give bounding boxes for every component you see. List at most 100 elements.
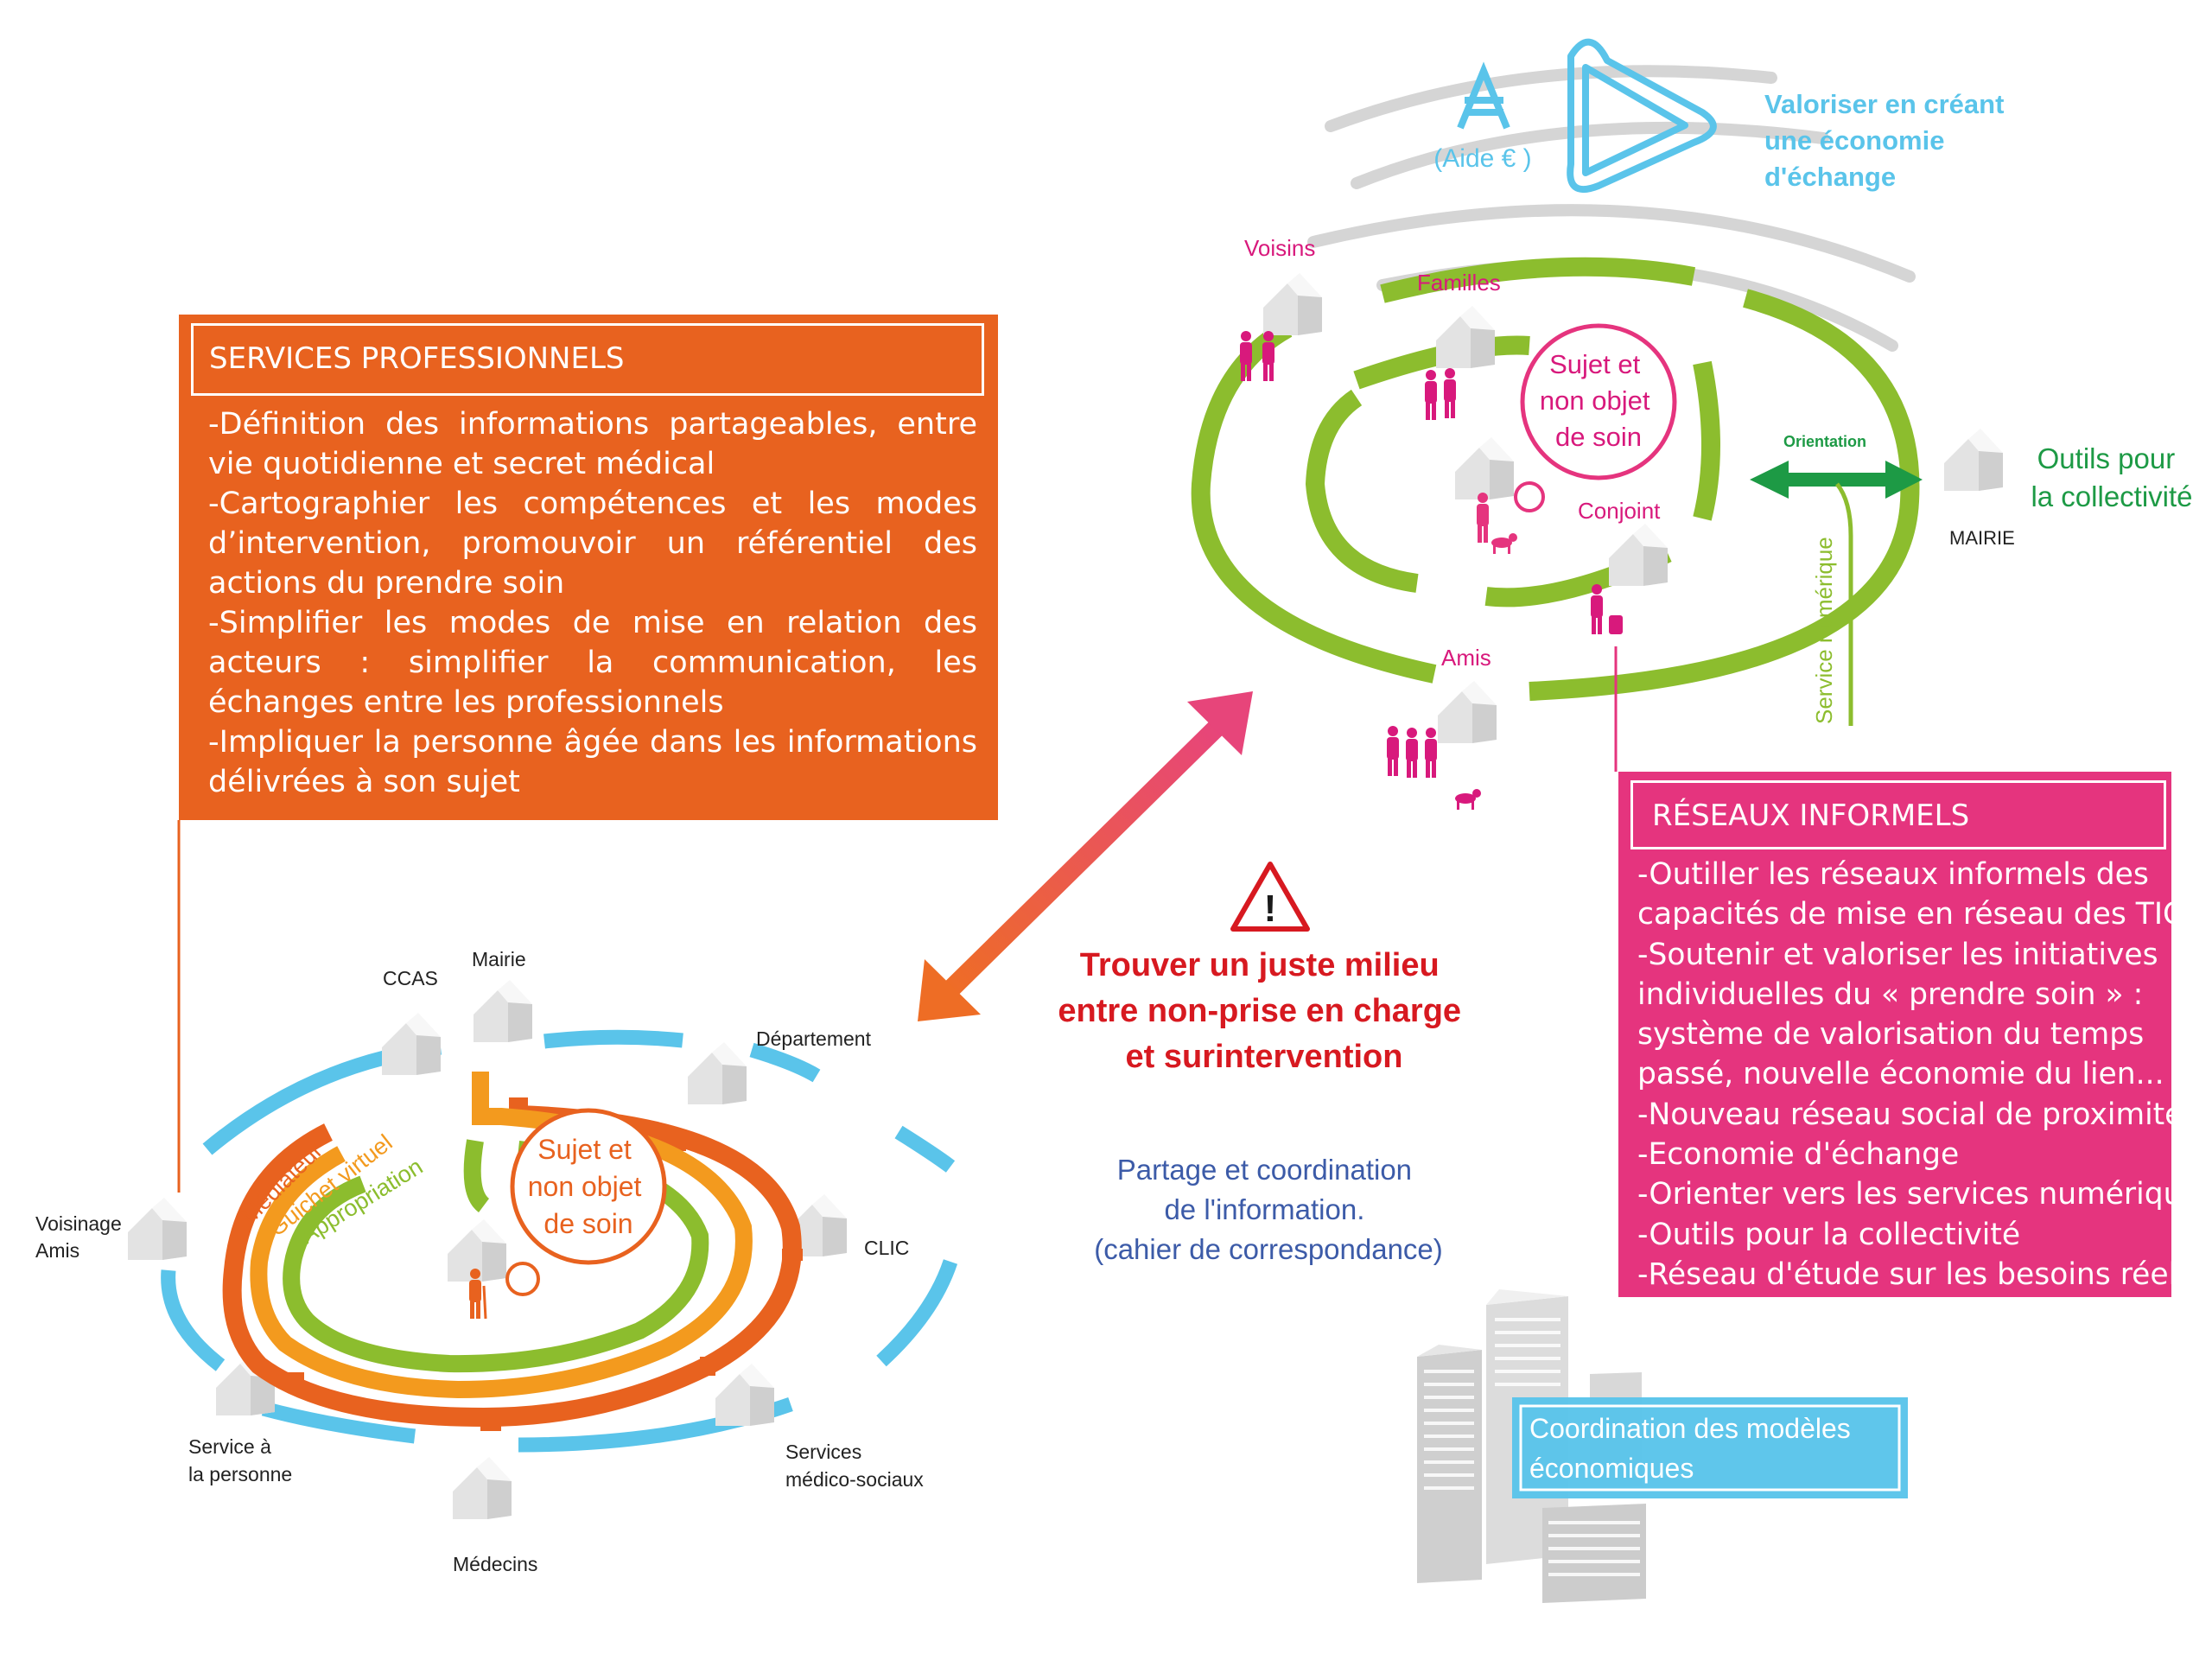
conjoint-house-icon: [1609, 524, 1668, 586]
medecins-label: Médecins: [453, 1553, 537, 1575]
informal-item: -Soutenir et valoriser les initiatives: [1637, 937, 2158, 972]
orientation-label: Orientation: [1783, 433, 1866, 450]
svg-text:Trouver un juste milieu en: Trouver un juste milieu entre non-prise …: [1058, 947, 1470, 1075]
partage-line-1: Partage et coordination: [1117, 1154, 1412, 1186]
service-numerique-label: Service numérique: [1811, 537, 1837, 724]
headline-line-2: entre non-prise en charge: [1058, 993, 1461, 1029]
informal-item: -Outiller les réseaux informels des: [1637, 857, 2149, 892]
subject-right-line-3: de soin: [1555, 422, 1642, 452]
mairie-label-left: Mairie: [472, 948, 526, 970]
subject-right-line-1: Sujet et: [1549, 349, 1641, 379]
medico-sociaux-line-1: Services: [785, 1441, 861, 1463]
subject-left-line-3: de soin: [543, 1208, 632, 1239]
departement-house-icon: [688, 1042, 747, 1104]
headline-line-3: et surintervention: [1126, 1039, 1403, 1075]
svg-text:Sujet et non objet de: Sujet et non objet de soin: [1540, 349, 1657, 452]
pro-item: -Définition des informations partageable…: [208, 407, 977, 481]
service-personne-line-2: la personne: [188, 1463, 292, 1485]
service-numerique-line: [1834, 482, 1853, 726]
subject-left-line-2: non objet: [528, 1171, 642, 1202]
headline-line-1: Trouver un juste milieu: [1080, 947, 1440, 983]
subject-left-line-1: Sujet et: [537, 1134, 632, 1165]
mairie-house-icon-left: [474, 980, 532, 1042]
informal-item: -Nouveau réseau social de proximité: [1637, 1097, 2183, 1132]
warning-icon: [1230, 862, 1310, 932]
services-professionnels-list: -Définition des informations partageable…: [208, 404, 977, 802]
reseaux-informels-title: RÉSEAUX INFORMELS: [1630, 780, 2166, 849]
informal-item: -Réseau d'étude sur les besoins réels: [1637, 1256, 2193, 1292]
familles-people-icon: [1425, 368, 1456, 420]
service-personne-line-1: Service à: [188, 1435, 271, 1458]
outils-line-1: Outils pour: [2037, 442, 2176, 474]
balance-arrow: [918, 691, 1253, 1021]
informal-item: individuelles du « prendre soin » :: [1637, 976, 2144, 1012]
warning-symbol: !: [1264, 887, 1277, 930]
outils-line-2: la collectivité: [2031, 480, 2192, 512]
svg-text:Services médico-sociaux: Services médico-sociaux: [785, 1441, 924, 1491]
valoriser-line-2: une économie: [1764, 125, 1944, 156]
voisinage-house-icon: [128, 1198, 187, 1260]
coordination-line-1: Coordination des modèles: [1529, 1413, 1851, 1444]
guichet-ring: [250, 1072, 753, 1399]
svg-text:Outils pour la collectivit: Outils pour la collectivité: [2031, 442, 2192, 512]
conjoint-person-icon: [1591, 584, 1623, 634]
partage-line-2: de l'information.: [1164, 1193, 1364, 1225]
subject-circle-left: [510, 1108, 667, 1265]
services-professionnels-title: SERVICES PROFESSIONNELS: [191, 323, 984, 396]
reseaux-informels-list: -Outiller les réseaux informels des capa…: [1637, 855, 2212, 1295]
svg-text:Valoriser en créant une éc: Valoriser en créant une économie d'échan…: [1764, 89, 2012, 192]
pro-item: -Simplifier les modes de mise en relatio…: [208, 606, 977, 720]
pro-item: -Cartographier les compétences et les mo…: [208, 487, 977, 601]
informal-item: -Outils pour la collectivité: [1637, 1217, 2021, 1252]
aide-label: (Aide € ): [1433, 144, 1531, 173]
svg-text:Voisinage Amis: Voisinage Amis: [35, 1212, 127, 1262]
informal-item: -Orienter vers les services numériques: [1637, 1177, 2212, 1212]
coordination-line-2: économiques: [1529, 1453, 1694, 1484]
amis-house-icon: [1438, 681, 1497, 743]
partage-line-3: (cahier de correspondance): [1094, 1233, 1443, 1265]
pro-item: -Impliquer la personne âgée dans les inf…: [208, 725, 977, 799]
subject-person-icon: [1477, 493, 1517, 554]
informal-item: capacités de mise en réseau des TIC: [1637, 897, 2184, 932]
subject-dot-right: [1514, 481, 1545, 512]
voisins-house-icon: [1263, 273, 1322, 335]
subject-right-line-2: non objet: [1540, 385, 1650, 416]
orientation-arrow: [1750, 461, 1923, 499]
svg-text:Service à la personne: Service à la personne: [188, 1435, 292, 1485]
clic-label: CLIC: [864, 1237, 909, 1259]
familles-label: Familles: [1417, 270, 1501, 296]
reseaux-informels-box: RÉSEAUX INFORMELS -Outiller les réseaux …: [1618, 772, 2212, 1297]
amis-label: Amis: [1441, 645, 1491, 671]
mediateur-ring: [222, 1097, 802, 1428]
subject-person-icon-left: [469, 1269, 487, 1320]
svg-text:Partage et coordination de: Partage et coordination de l'information…: [1094, 1154, 1443, 1265]
departement-label: Département: [756, 1027, 872, 1050]
valoriser-line-1: Valoriser en créant: [1764, 89, 2004, 119]
informal-item: système de valorisation du temps: [1637, 1017, 2145, 1053]
subject-circle-right: [1520, 323, 1677, 480]
appropriation-ring: [283, 1139, 709, 1373]
valoriser-line-3: d'échange: [1764, 162, 1896, 192]
informal-item: -Economie d'échange: [1637, 1137, 1960, 1173]
subject-dot-left: [505, 1262, 540, 1296]
svg-text:Sujet et non objet de: Sujet et non objet de soin: [528, 1134, 650, 1239]
services-professionnels-box: SERVICES PROFESSIONNELS -Définition des …: [179, 315, 998, 820]
informal-item: passé, nouvelle économie du lien...: [1637, 1057, 2164, 1092]
mairie-house-icon: [1944, 429, 2003, 491]
coordination-box: [1512, 1397, 1908, 1498]
voisinage-line-1: Voisinage: [35, 1212, 122, 1235]
aide-euro-icon: [1457, 61, 1510, 130]
familles-house-icon: [1436, 306, 1495, 368]
mairie-label-right: MAIRIE: [1949, 527, 2015, 549]
svg-text:Coordination des modèles é: Coordination des modèles économiques: [1529, 1413, 1859, 1484]
subject-house-icon: [1455, 437, 1514, 499]
voisins-label: Voisins: [1244, 235, 1315, 261]
medecins-house-icon: [453, 1457, 512, 1519]
voisinage-line-2: Amis: [35, 1239, 79, 1262]
ccas-label: CCAS: [383, 967, 438, 989]
ccas-house-icon: [382, 1013, 441, 1075]
medico-sociaux-line-2: médico-sociaux: [785, 1468, 924, 1491]
exchange-loop-icon: [1567, 38, 1717, 193]
conjoint-label: Conjoint: [1578, 498, 1661, 524]
